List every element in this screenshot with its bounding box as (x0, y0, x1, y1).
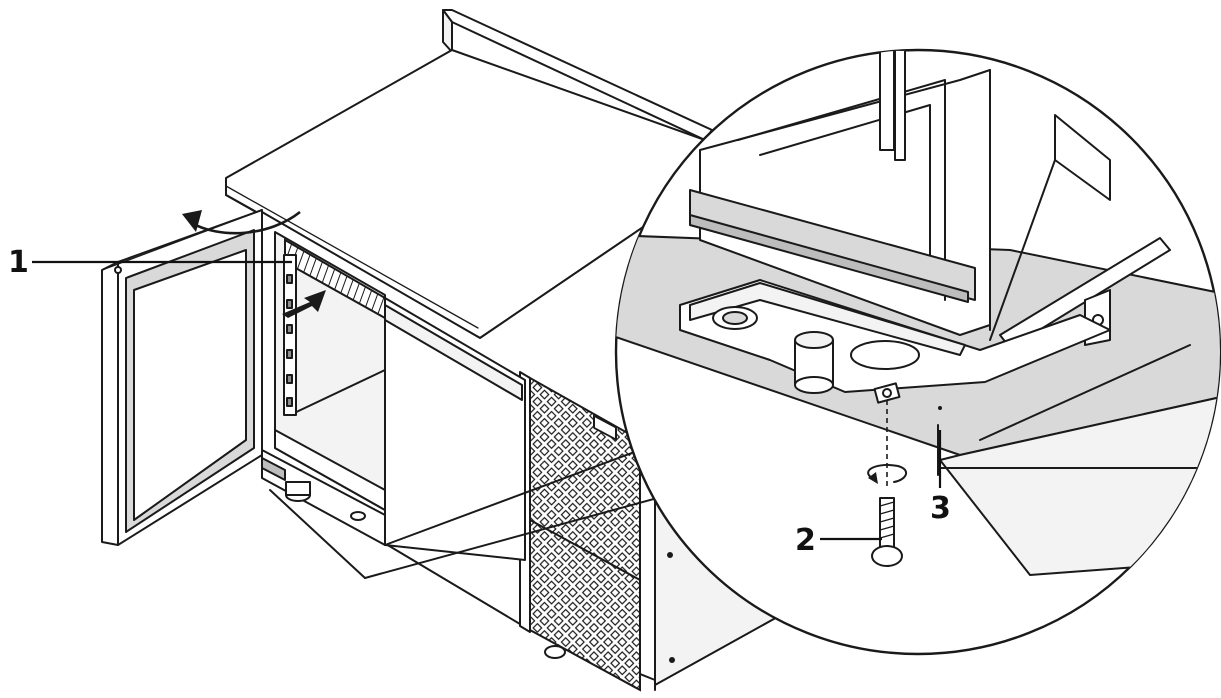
foot-mid (350, 511, 366, 521)
worktop-edge-line (225, 185, 479, 329)
rail-slot (286, 324, 293, 334)
detail-plate-hole-left-inner (722, 311, 748, 325)
detail-screw-rotation (867, 464, 908, 483)
rail-slot (286, 299, 293, 309)
detail-plate-hole-right (850, 340, 920, 370)
rail-slot (286, 374, 293, 384)
detail-post-2 (894, 50, 906, 161)
zoom-cone-upper (384, 449, 641, 546)
rail-slot (286, 397, 293, 407)
callout-1: 1 (8, 245, 292, 280)
detail-frame-inner-2 (759, 104, 931, 286)
magnified-detail (614, 48, 1221, 656)
detail-frame-inner-1 (737, 79, 946, 301)
detail-hinge-pin-top (794, 331, 834, 349)
side-screw-1 (667, 552, 673, 558)
screw-thread (879, 525, 895, 531)
detail-hinge-plate-top (689, 282, 966, 356)
zoom-cone-lower-b (364, 493, 673, 579)
inner-back-edge (289, 369, 386, 416)
detail-screw-hole (882, 388, 892, 398)
shelf-pull-arrow (282, 290, 326, 318)
door-top-edge (101, 209, 263, 271)
callout-label-1: 1 (8, 245, 29, 280)
rail-slot (286, 349, 293, 359)
refrigerated-counter (101, 9, 791, 692)
screw-thread (879, 533, 895, 539)
detail-rail-edge (979, 344, 1191, 441)
closed-door-handle (384, 304, 523, 401)
callout-2: 2 (795, 523, 882, 558)
screw-thread (879, 509, 895, 515)
service-label (593, 414, 617, 441)
rail-slot (286, 274, 293, 284)
open-door-inner (133, 249, 247, 521)
zoom-cone-lower-a (269, 489, 366, 579)
screw-thread (879, 501, 895, 507)
foot-right (544, 645, 566, 659)
side-screw-2 (669, 657, 675, 663)
screw-thread (879, 517, 895, 523)
foot-left (285, 481, 311, 496)
door-rotation-arrowhead (182, 210, 202, 232)
door-top-pin (114, 266, 122, 274)
detail-right-bracket (1054, 114, 1111, 201)
open-door-edge (101, 261, 119, 546)
callout-label-3: 3 (930, 491, 951, 526)
callout-3: 3 (930, 430, 951, 526)
detail-door-bottom-strip (689, 189, 976, 301)
detail-screw-rotation-arrowhead (868, 472, 878, 484)
detail-bracket-leg (989, 159, 1056, 341)
detail-post-1 (879, 50, 895, 151)
callout-label-2: 2 (795, 523, 816, 558)
grille-divider (529, 519, 641, 581)
door-bottom-hinge (261, 457, 286, 481)
detail-part3-dot (938, 406, 942, 410)
detail-hinge-pin-bottom (794, 376, 834, 394)
detail-gasket-strip (689, 214, 969, 303)
door-rotation-arrow (189, 210, 301, 235)
closed-door (384, 297, 526, 561)
detail-screw-head (871, 545, 903, 567)
